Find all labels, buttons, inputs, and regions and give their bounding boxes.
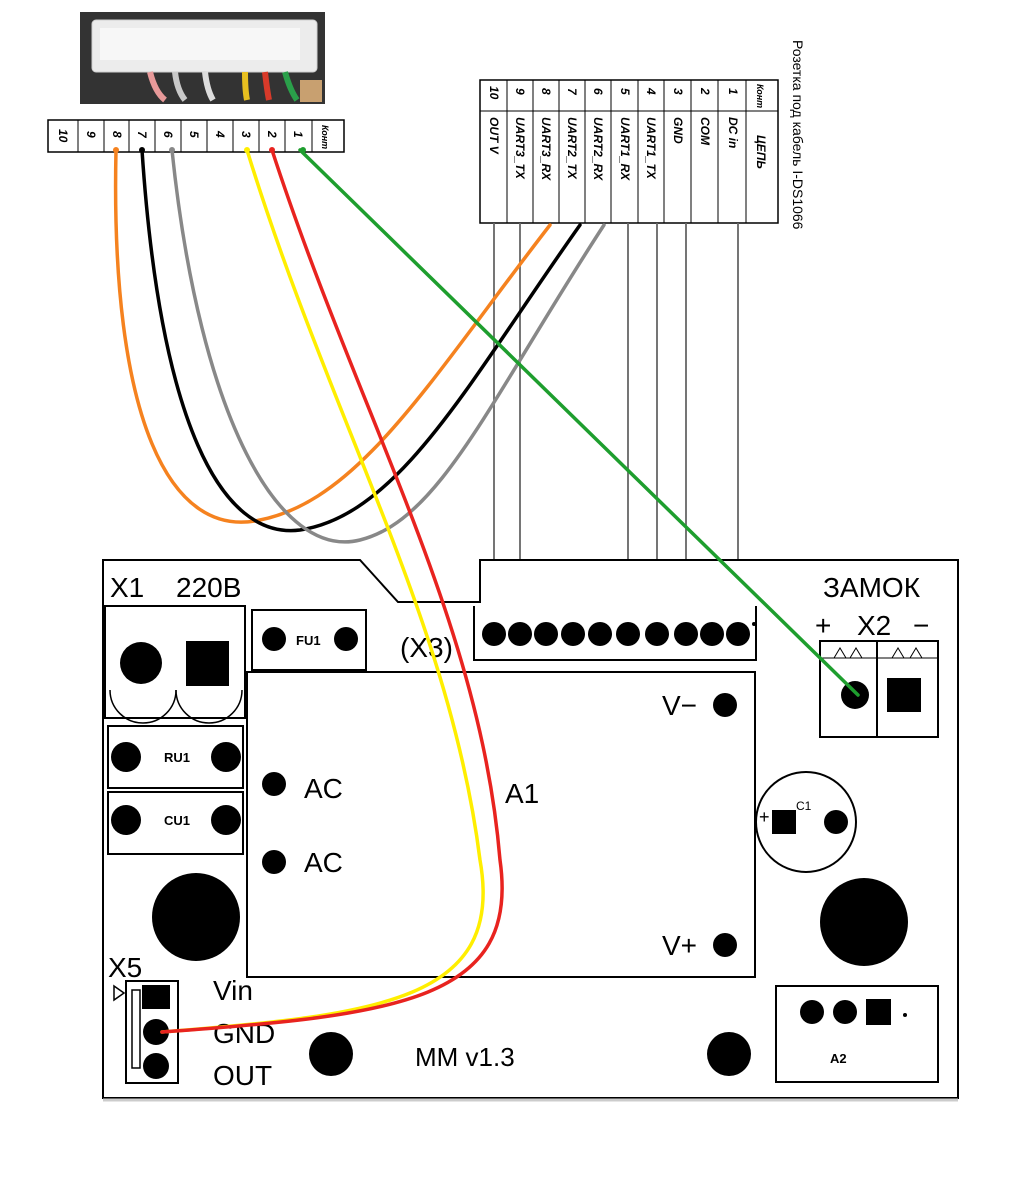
c1-capacitor: + C1 — [755, 771, 857, 873]
x1-label: X1 — [110, 572, 144, 603]
right-pin-3: 3 — [671, 88, 685, 95]
right-pin-header: 10 9 8 7 6 5 4 3 2 1 Конт OUT V UART3_TX… — [479, 79, 779, 224]
left-pin-4: 4 — [213, 130, 227, 138]
wire-yellow — [160, 148, 485, 1034]
left-pin-5: 5 — [187, 131, 201, 138]
right-pin-9: 9 — [513, 88, 527, 95]
pad-bottom-left — [309, 1032, 353, 1076]
a2-label: A2 — [830, 1051, 847, 1066]
x2-plus: + — [815, 610, 831, 641]
right-header-title: Конт — [755, 84, 765, 108]
left-pin-header: 10 9 8 7 6 5 4 3 2 1 Конт — [47, 119, 345, 153]
connector-photo — [80, 12, 325, 104]
right-pin-8: 8 — [539, 88, 553, 95]
cu1-component: CU1 — [107, 791, 244, 855]
x5-out-label: OUT — [213, 1060, 272, 1091]
x1-terminal — [104, 605, 246, 724]
x2-label: X2 — [857, 610, 891, 641]
c1-polarity: + — [759, 807, 770, 827]
v-minus-label: V− — [662, 690, 697, 721]
signal-title: ЦЕПЬ — [754, 135, 768, 169]
left-header-title: Конт — [320, 125, 330, 149]
a1-module: AC AC V− V+ A1 — [246, 671, 756, 978]
right-pin-10: 10 — [487, 86, 501, 100]
wire-gray — [170, 148, 606, 544]
left-pin-3: 3 — [239, 131, 253, 138]
signal-gnd: GND — [671, 117, 685, 144]
wire-orange — [113, 148, 552, 524]
ru1-component: RU1 — [107, 725, 244, 789]
board-name: MM v1.3 — [415, 1042, 515, 1072]
mounting-hole-left — [152, 873, 240, 961]
right-pin-7: 7 — [565, 88, 579, 96]
signal-uart3-tx: UART3_TX — [513, 117, 527, 180]
right-pin-4: 4 — [644, 87, 658, 95]
right-pin-5: 5 — [618, 88, 632, 95]
fu1-label: FU1 — [296, 633, 321, 648]
c1-label: C1 — [796, 799, 812, 813]
signal-uart2-rx: UART2_RX — [591, 117, 605, 181]
colored-wires — [113, 148, 860, 1034]
left-pin-6: 6 — [161, 131, 175, 138]
right-pin-6: 6 — [591, 88, 605, 95]
signal-uart3-rx: UART3_RX — [539, 117, 553, 181]
left-pin-7: 7 — [135, 131, 149, 139]
signal-uart2-tx: UART2_TX — [565, 117, 579, 180]
signal-uart1-tx: UART1_TX — [644, 117, 658, 180]
signal-out-v: OUT V — [487, 117, 501, 155]
mounting-hole-right — [820, 878, 908, 966]
left-pin-1: 1 — [291, 131, 305, 138]
a2-component: A2 — [775, 985, 939, 1083]
wire-ends — [113, 147, 306, 153]
left-pin-2: 2 — [265, 130, 279, 138]
pad-bottom-right — [707, 1032, 751, 1076]
ac-label-1: AC — [304, 773, 343, 804]
cable-caption: Розетка под кабель I-DS1066 — [790, 40, 806, 230]
right-pin-2: 2 — [698, 87, 712, 95]
a1-label: A1 — [505, 778, 539, 809]
signal-com: COM — [698, 117, 712, 146]
wire-black — [140, 148, 582, 533]
signal-uart1-rx: UART1_RX — [618, 117, 632, 181]
wire-green — [298, 148, 860, 697]
x2-terminal — [819, 640, 939, 738]
fu1-component: FU1 — [251, 609, 367, 671]
ac-label-2: AC — [304, 847, 343, 878]
wire-red — [160, 148, 504, 1034]
signal-dc-in: DC in — [726, 117, 740, 148]
right-pin-1: 1 — [726, 88, 740, 95]
left-pin-9: 9 — [84, 131, 98, 138]
pcb-board: X1 220В FU1 (X3) — [102, 559, 959, 1102]
left-pin-8: 8 — [110, 131, 124, 138]
x5-label: X5 — [108, 952, 142, 983]
x5-vin-label: Vin — [213, 975, 253, 1006]
lock-label: ЗАМОК — [823, 572, 921, 603]
x1-voltage: 220В — [176, 572, 241, 603]
x3-connector — [473, 606, 757, 661]
v-plus-label: V+ — [662, 930, 697, 961]
x2-minus: − — [913, 610, 929, 641]
ru1-label: RU1 — [164, 750, 190, 765]
cu1-label: CU1 — [164, 813, 190, 828]
left-pin-10: 10 — [56, 129, 70, 143]
